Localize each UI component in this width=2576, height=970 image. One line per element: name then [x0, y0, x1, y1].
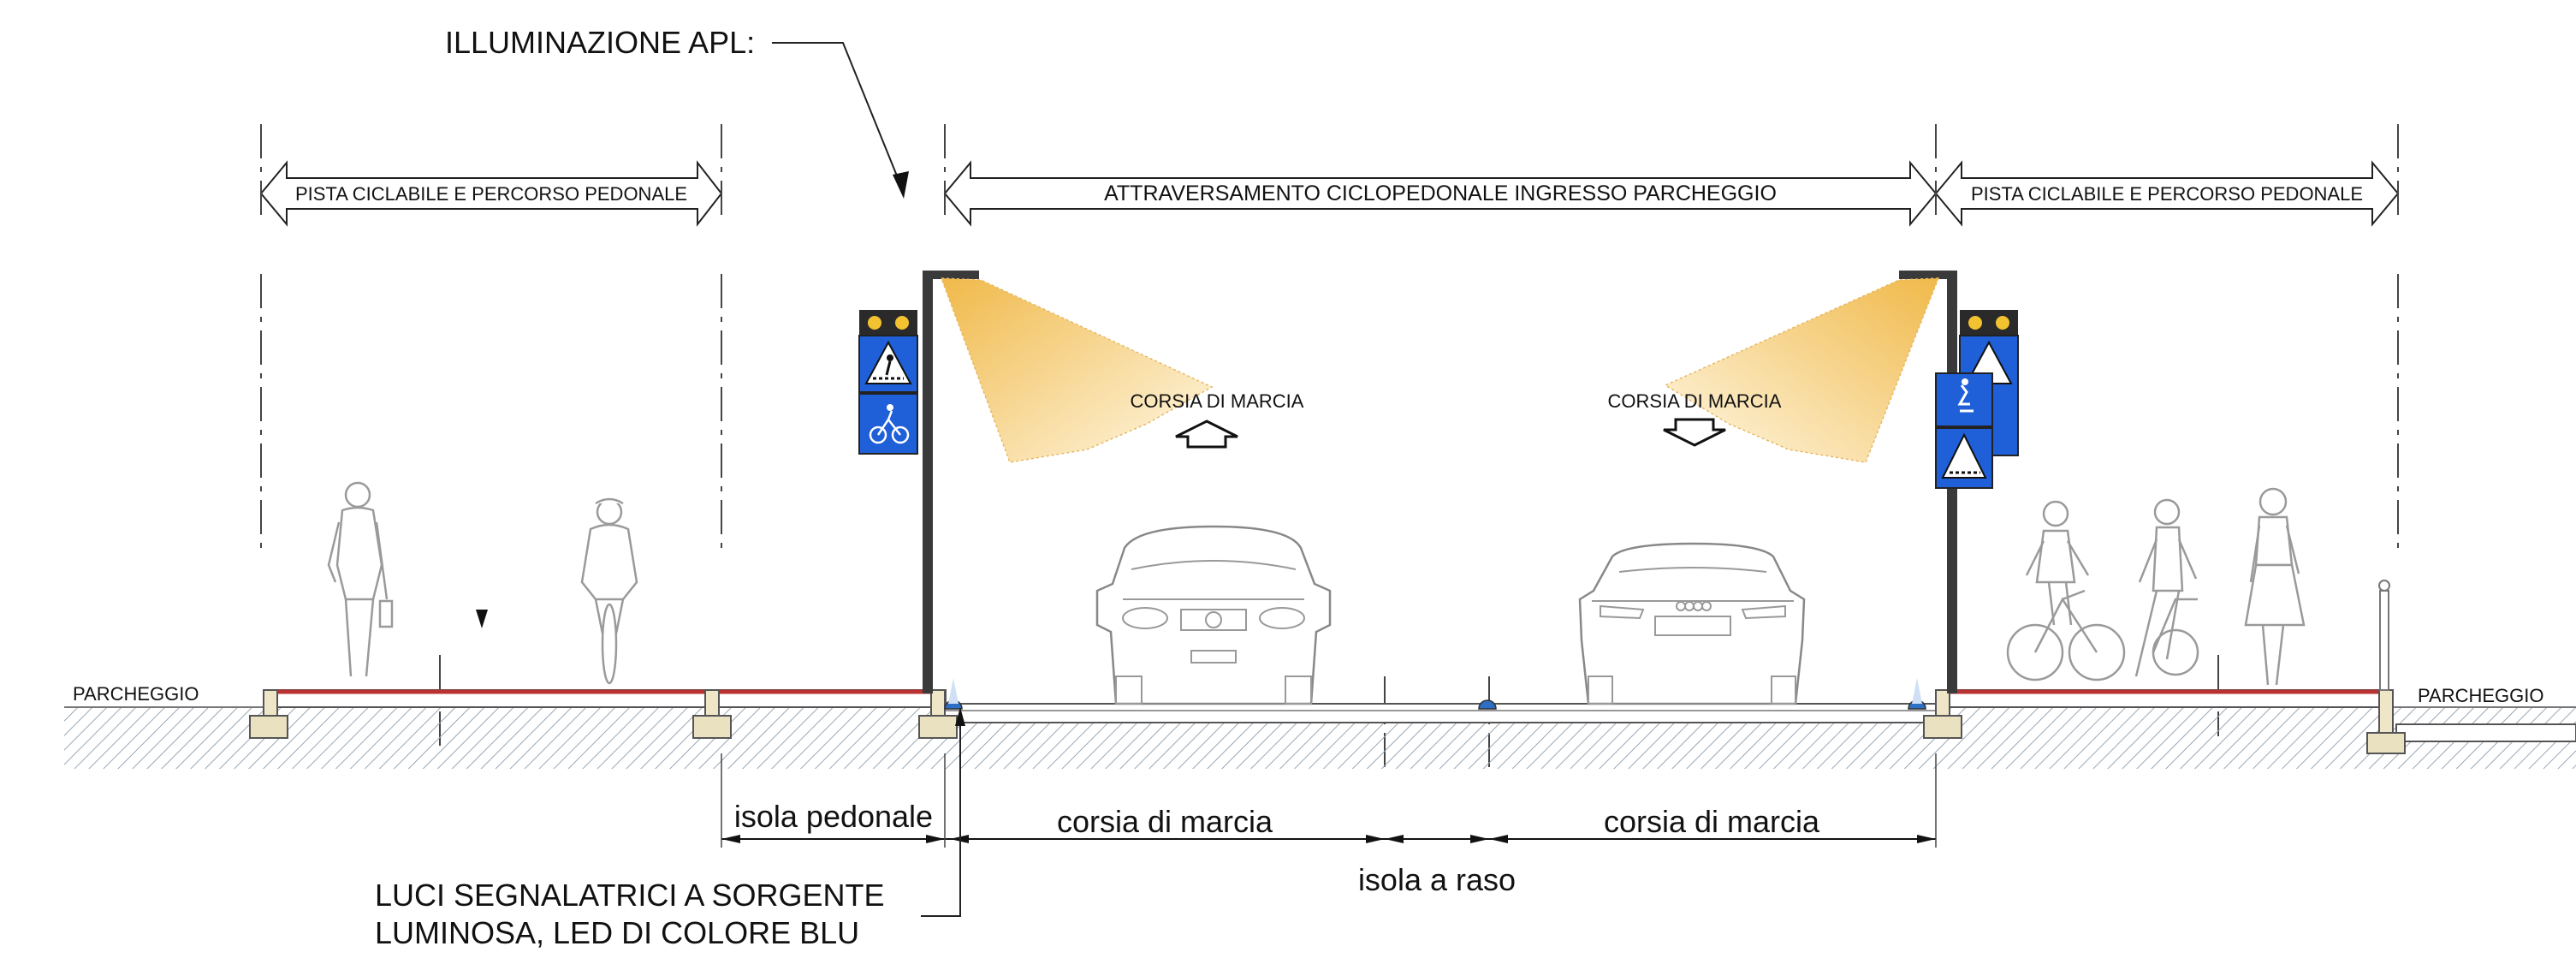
crossing-arrow: ATTRAVERSAMENTO CICLOPEDONALE INGRESSO P… [943, 160, 1938, 227]
warning-light-icon [1996, 316, 2009, 330]
bike-path-right-label: PISTA CICLABILE E PERCORSO PEDONALE [1971, 183, 2363, 205]
led-note-leader [921, 716, 961, 917]
car-front-view [1095, 525, 1332, 705]
bike-path-left-arrow: PISTA CICLABILE E PERCORSO PEDONALE [259, 160, 723, 227]
led-note-leader-arrow [955, 707, 965, 726]
illumination-label: ILLUMINAZIONE APL: [445, 25, 755, 60]
pedestrian-woman-figure [2244, 487, 2306, 686]
lane-left-label: CORSIA DI MARCIA [1131, 390, 1304, 412]
pedestrian-island-label: isola pedonale [734, 799, 933, 834]
bollard-icon [2378, 580, 2390, 691]
bike-path-right-arrow: PISTA CICLABILE E PERCORSO PEDONALE [1934, 160, 2400, 227]
arrow-down-icon [1663, 418, 1726, 447]
bicycle-crossing-sign-icon [858, 393, 918, 455]
bike-path-left-label: PISTA CICLABILE E PERCORSO PEDONALE [295, 183, 687, 205]
light-pole-left [923, 271, 1214, 693]
light-cone-left [940, 277, 1214, 463]
led-note-line2: LUMINOSA, LED DI COLORE BLU [375, 915, 859, 950]
light-cone-right [1664, 277, 1940, 463]
parking-left-label: PARCHEGGIO [73, 683, 199, 705]
led-note-line1: LUCI SEGNALATRICI A SORGENTE [375, 878, 884, 913]
car-rear-view [1578, 542, 1806, 705]
warning-light-icon [1968, 316, 1982, 330]
cyclist-girl-figure [2134, 498, 2199, 677]
arrow-up-icon [1175, 420, 1238, 449]
signs-right [1935, 310, 2019, 489]
warning-light-icon [895, 316, 909, 330]
driving-lane-2-label: corsia di marcia [1604, 804, 1820, 839]
signs-left [858, 310, 918, 455]
reference-lines [260, 124, 2399, 771]
cyclist-rear-figure [580, 497, 638, 685]
flush-island-label: isola a raso [1358, 862, 1516, 897]
parking-right-label: PARCHEGGIO [2418, 685, 2544, 706]
bottom-dimension-line [721, 753, 1937, 848]
crossing-label: ATTRAVERSAMENTO CICLOPEDONALE INGRESSO P… [1104, 182, 1777, 205]
illumination-leader [772, 42, 905, 193]
lane-right-label: CORSIA DI MARCIA [1608, 390, 1782, 412]
driving-lane-1-label: corsia di marcia [1057, 804, 1273, 839]
ground-section [64, 689, 2576, 769]
illumination-leader-arrow [893, 171, 909, 199]
blue-led-markers [944, 678, 1926, 710]
pedestrian-man-figure [327, 481, 394, 677]
marker-triangle-icon [476, 610, 488, 628]
cyclist-woman-figure [2006, 500, 2126, 681]
warning-light-icon [868, 316, 881, 330]
